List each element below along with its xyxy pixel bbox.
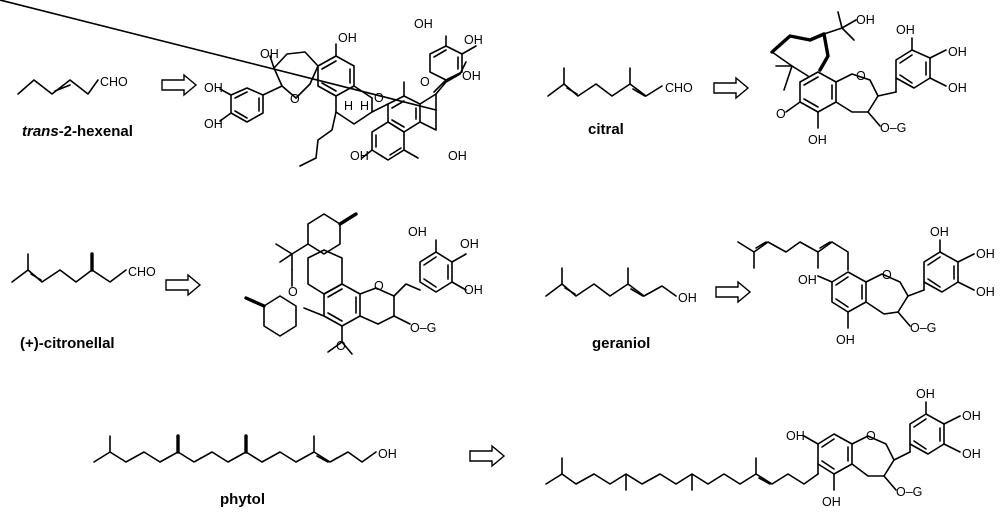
hollow-right-arrow-icon	[715, 281, 751, 303]
o-text: O	[290, 92, 300, 106]
citronellal-product	[244, 212, 467, 355]
phytol-product-atoms: OH OH OH OH OH O O–G	[786, 387, 981, 509]
geraniol-product-atoms: OH OH OH OH OH O O–G	[798, 225, 995, 347]
o-text: O	[288, 285, 298, 299]
hexenal-label: trans-2-hexenal	[22, 123, 133, 140]
oh-text: OH	[338, 31, 357, 45]
o-text: O	[336, 339, 346, 353]
oh-text: OH	[798, 273, 817, 287]
oh-text: OH	[786, 429, 805, 443]
citronellal-label: (+)-citronellal	[20, 335, 115, 352]
hexenal-product-atoms: OH OH OH OH OH OH OH O O H H O OH OH	[204, 17, 483, 163]
oh-text: OH	[836, 333, 855, 347]
geraniol-product	[737, 239, 975, 329]
hexenal-cho: CHO	[100, 75, 128, 89]
oh-text: OH	[948, 81, 967, 95]
oh-text: OH	[204, 117, 223, 131]
hexenal-product	[0, 0, 477, 167]
oh-text: OH	[464, 33, 483, 47]
o-text: O	[420, 75, 430, 89]
oh-text: OH	[930, 225, 949, 239]
oh-text: OH	[408, 225, 427, 239]
oh-text: OH	[962, 447, 981, 461]
citral-structure: CHO	[547, 67, 693, 97]
o-text: O	[866, 429, 876, 443]
og-text: O–G	[910, 321, 936, 335]
geraniol-label: geraniol	[592, 335, 650, 352]
phytol-label: phytol	[220, 491, 265, 508]
phytol-structure: OH	[93, 434, 397, 463]
citronellal-product-atoms: OH OH OH O O O O–G	[288, 225, 483, 353]
oh-text: OH	[948, 45, 967, 59]
oh-text: OH	[856, 13, 875, 27]
citronellal-structure: CHO	[11, 252, 156, 283]
og-text: O–G	[896, 485, 922, 499]
oh-text: OH	[822, 495, 841, 509]
oh-text: OH	[350, 149, 369, 163]
oh-text: OH	[260, 47, 279, 61]
geraniol-structure: OH	[545, 267, 697, 305]
oh-text: OH	[414, 17, 433, 31]
o-text: O	[856, 69, 866, 83]
geraniol-oh: OH	[678, 291, 697, 305]
hexenal-structure: CHO	[17, 75, 128, 95]
h-text: H	[344, 99, 353, 113]
oh-text: OH	[204, 81, 223, 95]
og-text: O–G	[410, 321, 436, 335]
h-text: H	[360, 99, 369, 113]
o-text: O	[374, 91, 384, 105]
og-text: O–G	[880, 121, 906, 135]
citronellal-cho: CHO	[128, 265, 156, 279]
o-text: O	[374, 279, 384, 293]
o-text: O	[882, 268, 892, 282]
oh-text: OH	[976, 247, 995, 261]
oh-text: OH	[448, 149, 467, 163]
citral-cho: CHO	[665, 81, 693, 95]
oh-text: OH	[464, 283, 483, 297]
oh-text: OH	[962, 409, 981, 423]
phytol-product	[545, 401, 961, 491]
hollow-right-arrow-icon	[713, 77, 749, 99]
oh-text: OH	[460, 237, 479, 251]
o-text: O	[776, 107, 786, 121]
citral-product-atoms: OH OH OH OH O O OH O–G	[776, 13, 967, 147]
hollow-right-arrow-icon	[469, 445, 505, 467]
citral-label: citral	[588, 121, 624, 138]
oh-text: OH	[808, 133, 827, 147]
hollow-right-arrow-icon	[165, 274, 201, 296]
oh-text: OH	[916, 387, 935, 401]
oh-text: OH	[462, 69, 481, 83]
oh-text: OH	[896, 23, 915, 37]
phytol-oh: OH	[378, 447, 397, 461]
hollow-right-arrow-icon	[161, 74, 197, 96]
oh-text: OH	[976, 285, 995, 299]
citral-product	[770, 11, 947, 129]
